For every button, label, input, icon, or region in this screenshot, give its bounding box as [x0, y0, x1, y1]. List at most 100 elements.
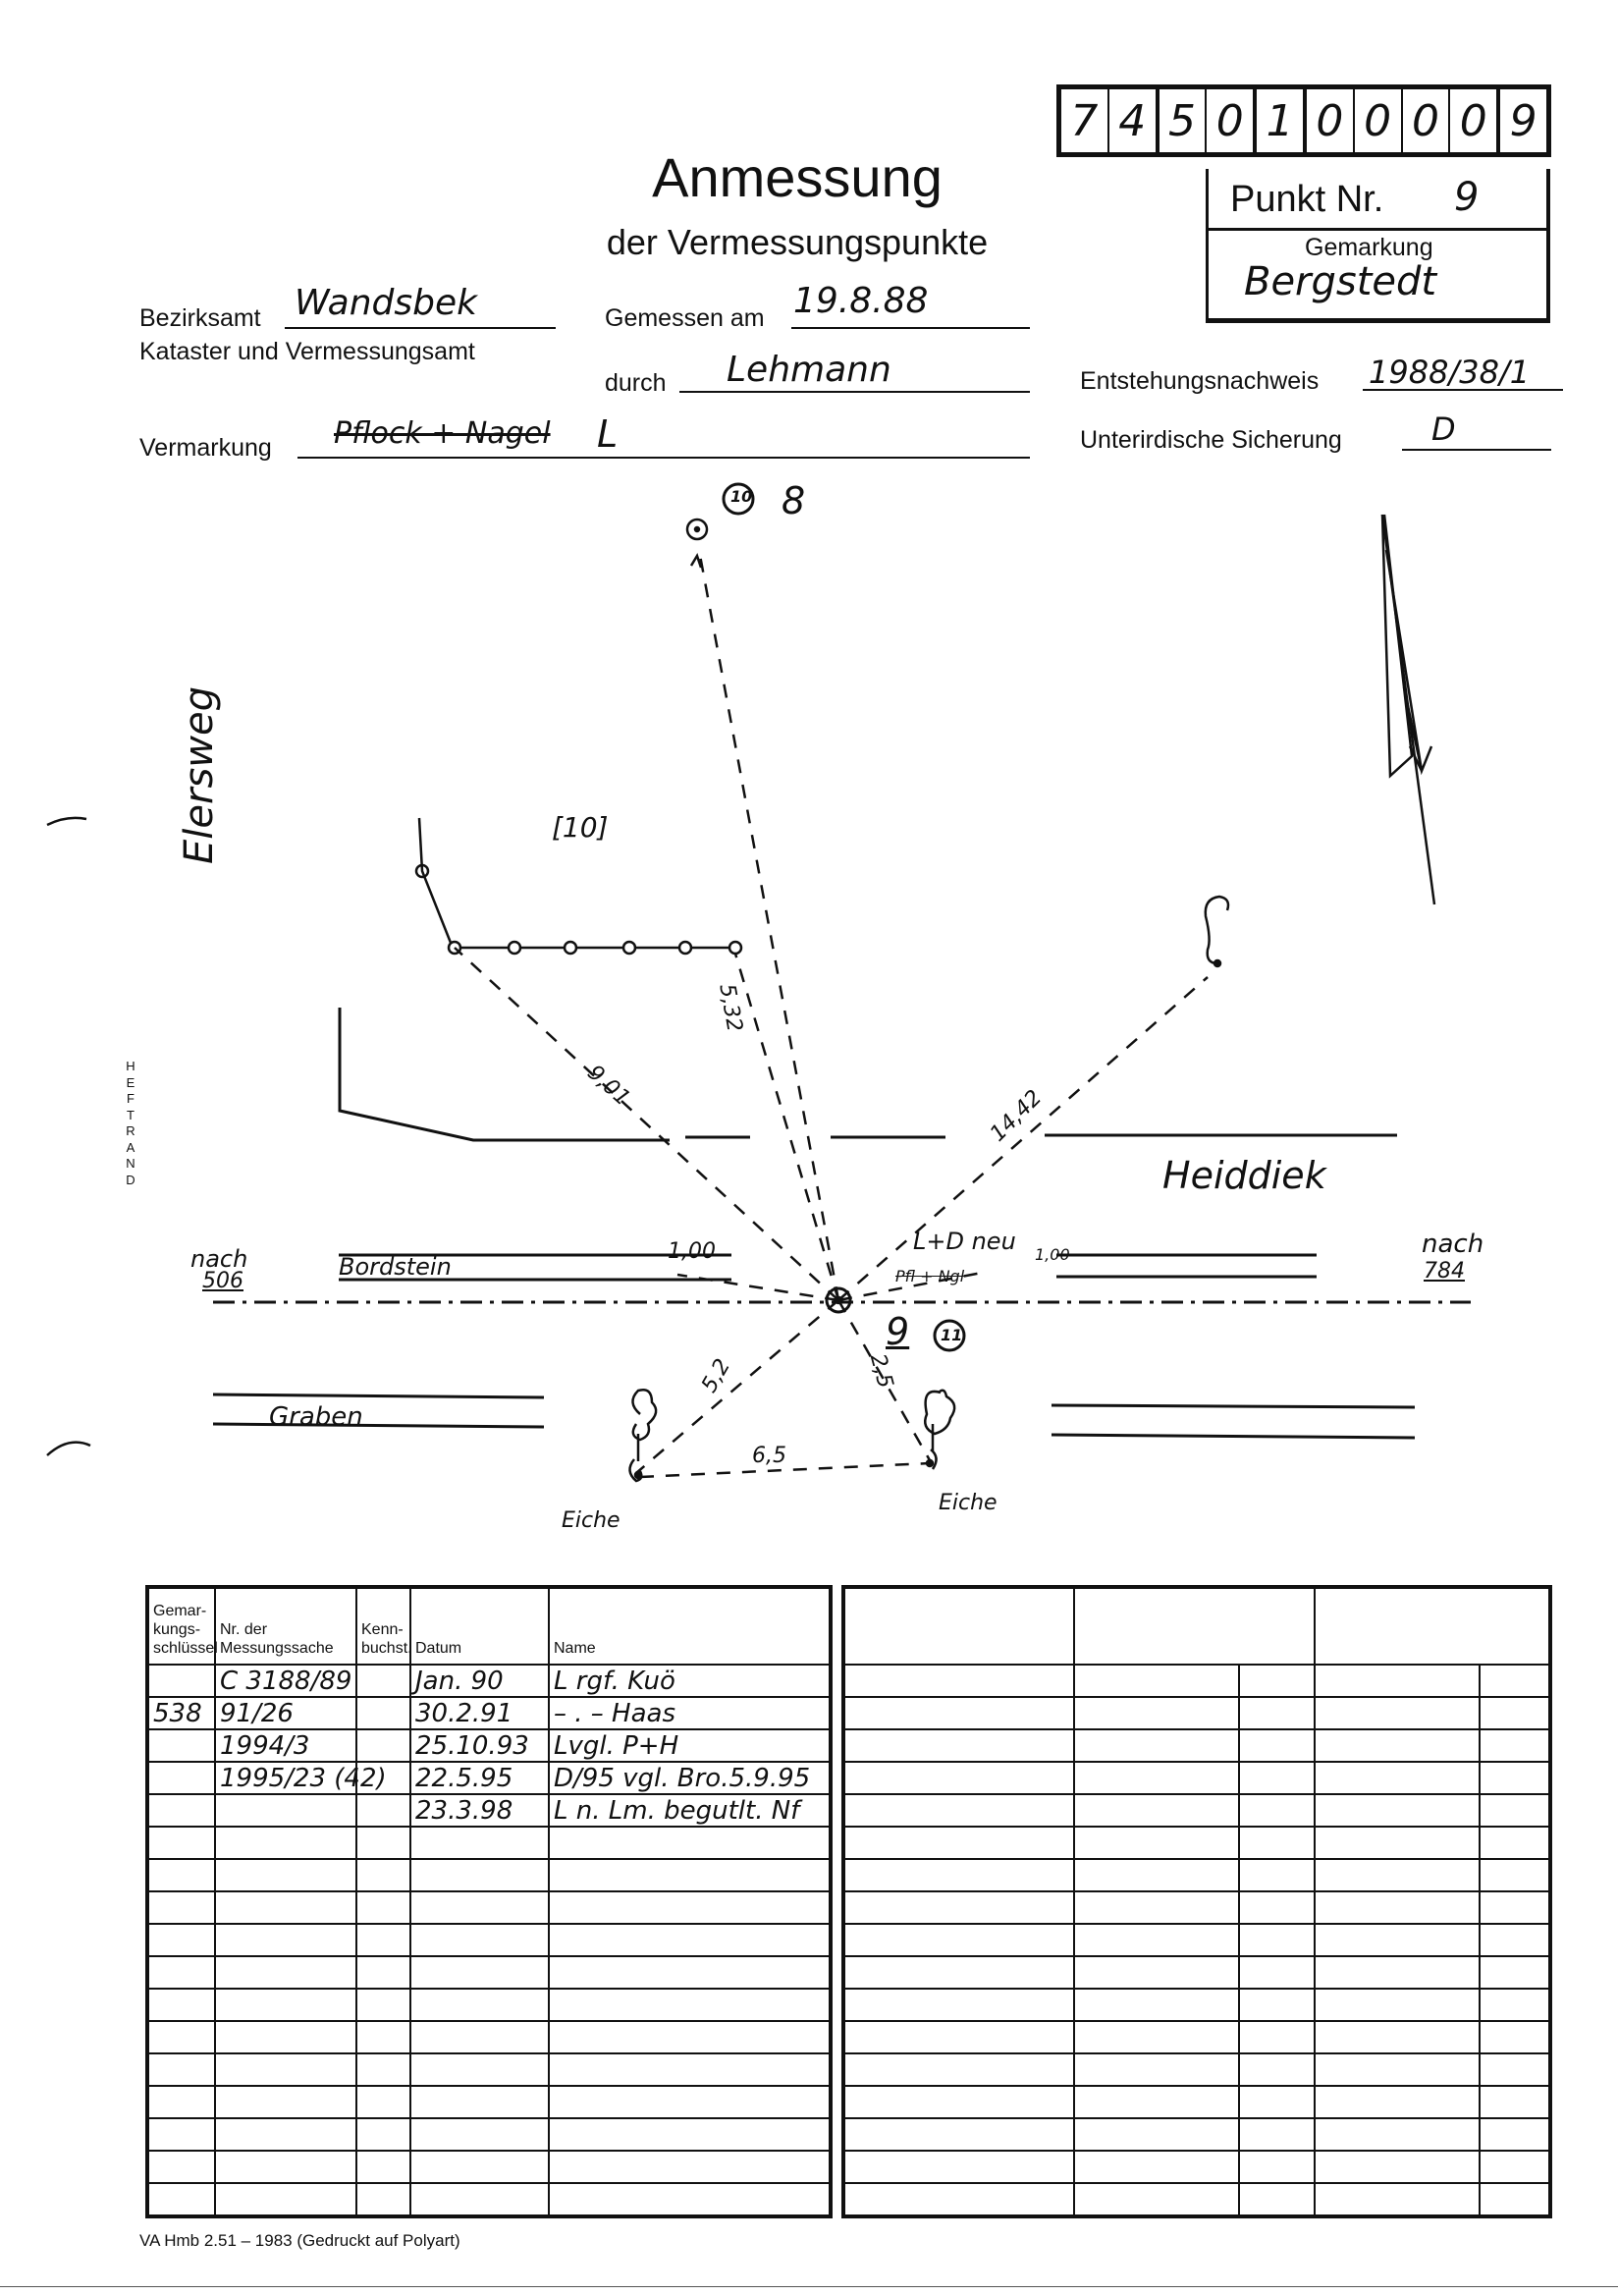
table-cell — [1314, 1923, 1481, 1957]
ditch-label: Graben — [269, 1402, 363, 1432]
sicherung-label: Unterirdische Sicherung — [1080, 426, 1342, 454]
table-cell — [1073, 2182, 1240, 2217]
table-cell — [146, 1988, 216, 2022]
table-cell — [842, 2020, 1075, 2054]
table-cell — [1073, 1858, 1240, 1892]
page-subtitle: der Vermessungspunkte — [606, 222, 989, 262]
table-cell — [842, 1696, 1075, 1730]
table-row — [842, 1890, 1551, 1925]
table-cell — [1479, 2052, 1551, 2087]
table-row — [842, 1793, 1551, 1828]
table-cell — [214, 1890, 357, 1925]
table-cell — [214, 2085, 357, 2119]
table-cell — [1479, 2020, 1551, 2054]
table-row — [146, 1988, 832, 2022]
table-row — [842, 2020, 1551, 2054]
table-cell — [1479, 1664, 1551, 1698]
table-row — [842, 2052, 1551, 2087]
column-header — [1314, 1586, 1551, 1666]
table-cell — [146, 1793, 216, 1828]
table-cell — [1073, 1923, 1240, 1957]
table-cell — [1479, 1988, 1551, 2022]
table-cell — [548, 1988, 832, 2022]
old-marker-note: Pfl + Ngl — [895, 1267, 965, 1285]
table-cell — [1479, 1696, 1551, 1730]
point-top-circled-number: 10 — [730, 487, 753, 506]
table-cell — [1073, 1890, 1240, 1925]
table-cell — [1238, 2085, 1316, 2119]
vermarkung-struck: Pflock + Nagel — [334, 416, 551, 451]
heftrand-label: HEFTRAND — [126, 1059, 135, 1187]
table-cell — [1314, 2052, 1481, 2087]
east-point-marker — [1204, 895, 1230, 965]
gemessen-label: Gemessen am — [605, 304, 765, 332]
table-cell — [1238, 1890, 1316, 1925]
table-cell — [214, 2020, 357, 2054]
tree-icon — [924, 1389, 956, 1470]
table-cell — [146, 1761, 216, 1795]
table-cell — [355, 1728, 411, 1763]
table-cell — [146, 1923, 216, 1957]
table-cell — [146, 2150, 216, 2184]
table-cell — [548, 2182, 832, 2217]
table-cell: 23.3.98 — [409, 1793, 550, 1828]
distance-between-trees: 6,5 — [752, 1444, 786, 1468]
table-row — [146, 2085, 832, 2119]
table-cell — [1314, 1664, 1481, 1698]
table-cell — [1314, 2117, 1481, 2152]
table-cell — [146, 1728, 216, 1763]
table-cell — [1238, 1793, 1316, 1828]
table-cell — [842, 2182, 1075, 2217]
table-cell — [548, 1923, 832, 1957]
table-cell — [409, 2085, 550, 2119]
table-row — [842, 2150, 1551, 2184]
table-cell — [409, 2052, 550, 2087]
column-header: Nr. der Messungssache — [214, 1586, 357, 1666]
column-header: Kenn- buchst. — [355, 1586, 412, 1666]
table-cell — [1073, 1826, 1240, 1860]
page-title: Anmessung — [652, 146, 943, 208]
table-cell — [1314, 1890, 1481, 1925]
table-cell — [548, 1955, 832, 1990]
column-header — [842, 1586, 1075, 1666]
center-point-circled-number: 11 — [941, 1326, 963, 1344]
table-cell — [146, 2182, 216, 2217]
entstehung-label: Entstehungsnachweis — [1080, 367, 1320, 395]
table-cell — [1073, 1988, 1240, 2022]
table-cell — [1073, 1664, 1240, 1698]
table-cell — [842, 1826, 1075, 1860]
vermarkung-value: L — [597, 412, 619, 456]
street-west-label: Elersweg — [177, 686, 222, 864]
table-cell — [1073, 1728, 1240, 1763]
table-row — [146, 2182, 832, 2217]
table-cell — [1238, 1761, 1316, 1795]
tree-label-right: Eiche — [939, 1491, 998, 1515]
table-cell: 1995/23 (42) — [214, 1761, 387, 1795]
column-header: Name — [548, 1586, 832, 1666]
table-row — [146, 1890, 832, 1925]
punkt-label: Punkt Nr. — [1230, 179, 1384, 220]
table-cell — [1073, 2020, 1240, 2054]
table-cell: 25.10.93 — [409, 1728, 550, 1763]
table-cell — [355, 1664, 411, 1698]
entstehung-value: 1988/38/1 — [1369, 354, 1531, 391]
to-west-label: nach — [190, 1245, 248, 1273]
table-cell — [1238, 2052, 1316, 2087]
table-cell — [1238, 1955, 1316, 1990]
table-cell — [1238, 2182, 1316, 2217]
table-cell: D/95 vgl. Bro.5.9.95 — [548, 1761, 832, 1795]
table-cell — [1479, 2150, 1551, 2184]
punch-hole-mark — [46, 816, 87, 827]
table-cell — [1238, 1858, 1316, 1892]
table-cell — [146, 1664, 216, 1698]
table-cell — [409, 1826, 550, 1860]
table-cell — [1314, 1761, 1481, 1795]
table-row — [146, 1955, 832, 1990]
